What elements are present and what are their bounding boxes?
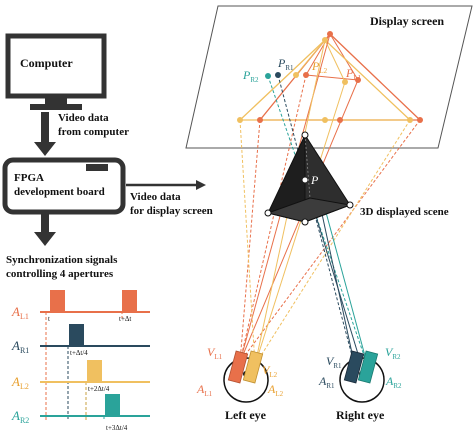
pyramid-3d (264, 131, 354, 226)
sync-label-line2: controlling 4 apertures (6, 268, 114, 280)
timing-diagram (40, 290, 150, 420)
right-eye (339, 350, 385, 403)
fpga-label-line2: development board (14, 186, 105, 198)
sync-label-line1: Synchronization signals (6, 254, 118, 266)
video-for-display-line2: for display screen (130, 205, 213, 217)
time-label-t-plus-3dt4: t+3Δt/4 (106, 424, 128, 432)
label-vl1: VL1 (207, 345, 223, 361)
label-ar1: AR1 (318, 374, 335, 390)
left-eye-label: Left eye (225, 408, 267, 422)
label-vl2: VL2 (262, 363, 278, 379)
left-eye (223, 350, 269, 403)
timing-label-al2: AL2 (11, 374, 29, 391)
label-pl2: PL2 (311, 59, 328, 75)
timing-pulse-r1 (69, 324, 84, 346)
arrow-fpga-to-display (126, 180, 206, 190)
computer-icon (5, 33, 107, 110)
timing-pulse-l1-next (122, 290, 137, 312)
timing-label-ar2: AR2 (11, 408, 29, 425)
fpga-board-icon (2, 157, 126, 215)
display-screen-label: Display screen (370, 14, 444, 28)
label-al2: AL2 (267, 382, 284, 398)
time-label-t: t (48, 315, 50, 323)
timing-pulse-l2 (87, 360, 102, 382)
video-from-computer-line1: Video data (58, 112, 109, 124)
label-pl1: PL1 (345, 66, 362, 82)
label-pr2: PR2 (242, 68, 259, 84)
label-vr2: VR2 (385, 345, 401, 361)
timing-pulse-r2 (105, 394, 120, 416)
fpga-label-line1: FPGA (14, 172, 44, 184)
time-label-t-plus-dt4: t+Δt/4 (70, 349, 88, 357)
arrow-fpga-to-sync (34, 214, 56, 246)
label-al1: AL1 (196, 382, 213, 398)
time-label-t-plus-dt: t+Δt (119, 315, 131, 323)
computer-label: Computer (20, 56, 73, 70)
label-vr1: VR1 (326, 354, 342, 370)
timing-pulse-l1 (50, 290, 65, 312)
time-label-t-plus-2dt4: t+2Δt/4 (88, 385, 110, 393)
video-for-display-line1: Video data (130, 191, 181, 203)
right-eye-label: Right eye (336, 408, 385, 422)
label-ar2: AR2 (385, 374, 402, 390)
label-pr1: PR1 (277, 56, 294, 72)
displayed-scene-label: 3D displayed scene (360, 206, 449, 218)
arrow-computer-to-fpga (34, 112, 56, 156)
point-p-label: P (310, 173, 319, 187)
video-from-computer-line2: from computer (58, 126, 129, 138)
screen-projections (237, 31, 423, 123)
timing-label-al1: AL1 (11, 304, 29, 321)
timing-label-ar1: AR1 (11, 338, 29, 355)
